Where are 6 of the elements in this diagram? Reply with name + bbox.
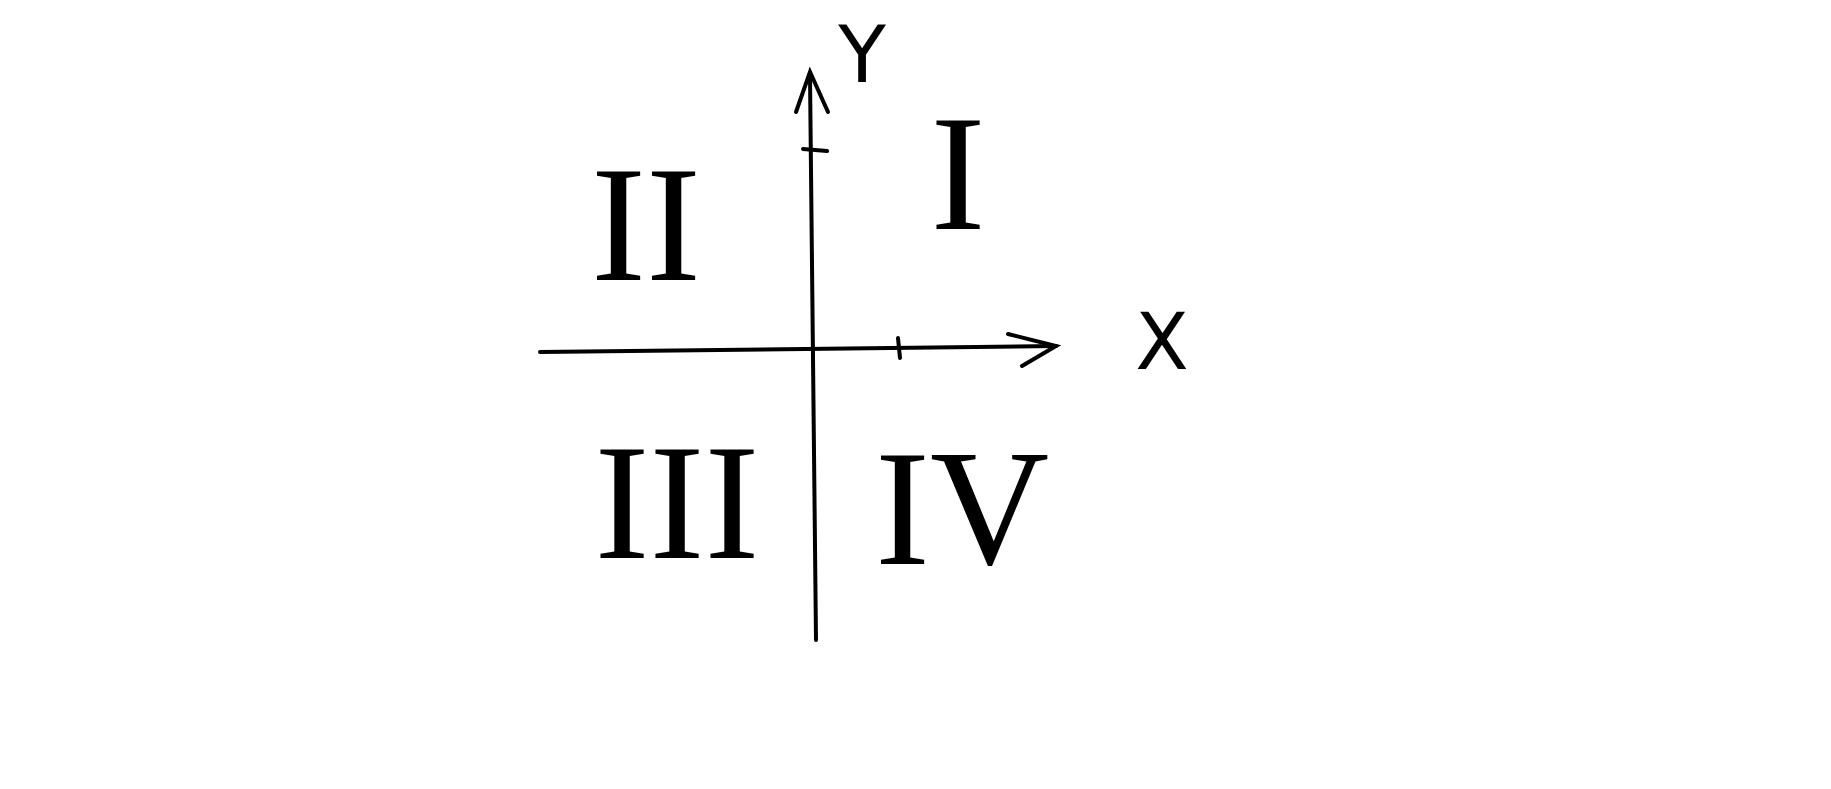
axis-label: X [1135,303,1189,381]
quadrant-label: III [594,419,760,585]
quadrant-label: II [591,141,701,307]
axis-label: Y [838,16,886,94]
quadrant-label: IV [874,425,1050,591]
quadrant-label: I [930,90,986,256]
